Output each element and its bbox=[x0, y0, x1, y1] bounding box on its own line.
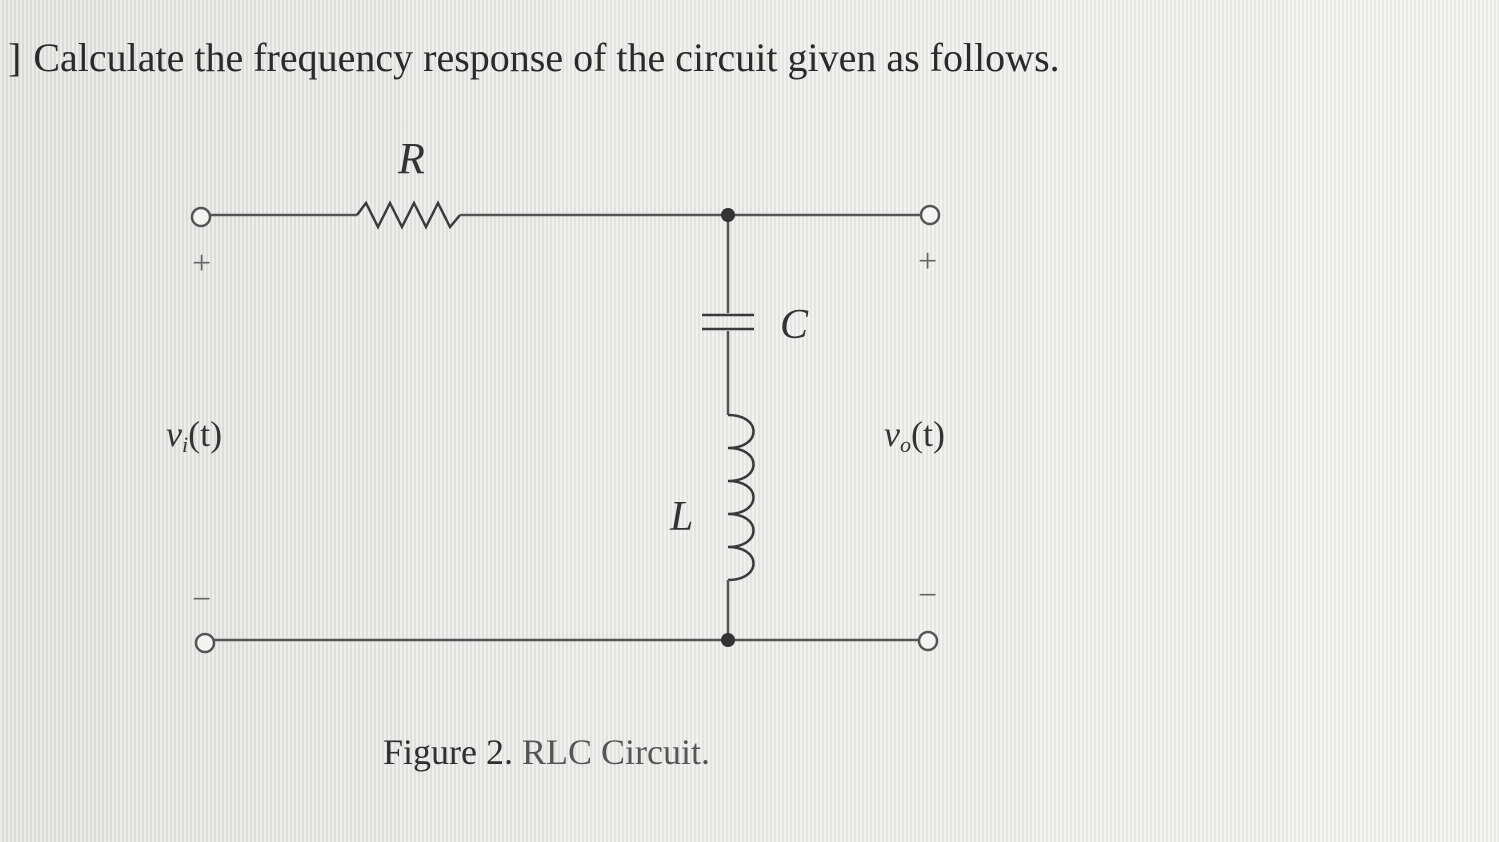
input-voltage-label: vi(t) bbox=[166, 414, 222, 457]
input-voltage-symbol: v bbox=[166, 414, 182, 454]
problem-number-marker: ] bbox=[8, 35, 22, 80]
figure-caption: Figure 2. RLC Circuit. bbox=[383, 730, 710, 774]
capacitor-label: C bbox=[780, 302, 809, 348]
top-junction-node bbox=[721, 208, 735, 222]
inductor-symbol bbox=[727, 413, 755, 582]
output-terminal-negative bbox=[917, 630, 939, 652]
figure-number: Figure 2. bbox=[383, 732, 513, 772]
bottom-junction-node bbox=[721, 633, 735, 647]
input-minus-sign: − bbox=[192, 581, 211, 618]
input-terminal-negative bbox=[194, 632, 216, 654]
input-terminal-positive bbox=[190, 206, 212, 228]
input-voltage-subscript: i bbox=[182, 432, 188, 457]
output-minus-sign: − bbox=[918, 577, 937, 614]
resistor-label: R bbox=[397, 134, 425, 183]
output-voltage-label: vo(t) bbox=[884, 414, 945, 457]
input-plus-sign: + bbox=[192, 245, 211, 282]
input-voltage-argument: (t) bbox=[188, 414, 222, 454]
output-terminal-positive bbox=[919, 204, 941, 226]
figure-title: RLC Circuit. bbox=[522, 732, 710, 772]
problem-statement: ]Calculate the frequency response of the… bbox=[8, 34, 1060, 82]
output-voltage-subscript: o bbox=[900, 432, 911, 457]
output-voltage-symbol: v bbox=[884, 414, 900, 454]
resistor-symbol bbox=[356, 200, 461, 230]
problem-text: Calculate the frequency response of the … bbox=[33, 35, 1060, 80]
output-plus-sign: + bbox=[918, 243, 937, 280]
inductor-label: L bbox=[669, 494, 693, 540]
output-voltage-argument: (t) bbox=[911, 414, 945, 454]
